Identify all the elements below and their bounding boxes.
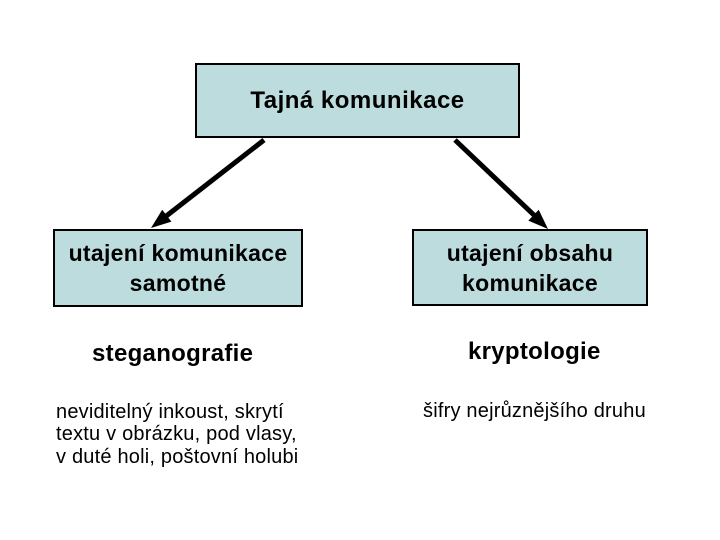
examples-line: neviditelný inkoust, skrytí xyxy=(56,401,284,423)
branch-box-line: samotné xyxy=(129,270,227,296)
branch-box-line: utajení obsahu xyxy=(446,239,614,266)
root-node-label: Tajná komunikace xyxy=(250,86,465,114)
examples-line: textu v obrázku, pod vlasy, xyxy=(56,423,297,446)
root-node-box: Tajná komunikace xyxy=(195,63,520,138)
arrow-to-steganography-icon xyxy=(151,138,266,228)
discipline-label-cryptology: kryptologie xyxy=(468,338,601,365)
arrow-to-cryptology-icon xyxy=(453,138,548,229)
branch-box-line: komunikace xyxy=(462,269,598,296)
examples-cryptology: šifry nejrůznějšího druhu xyxy=(423,400,646,422)
branch-box-cryptology: utajení obsahu komunikace xyxy=(412,229,648,306)
examples-steganography: neviditelný inkoust, skrytí textu v obrá… xyxy=(56,401,298,468)
branch-box-line: utajení komunikace xyxy=(68,240,288,266)
branch-box-steganography: utajení komunikace samotné xyxy=(53,229,303,307)
examples-line: šifry nejrůznějšího druhu xyxy=(423,400,646,422)
examples-line: v duté holi, poštovní holubi xyxy=(56,445,299,468)
discipline-label-steganography: steganografie xyxy=(92,340,254,367)
